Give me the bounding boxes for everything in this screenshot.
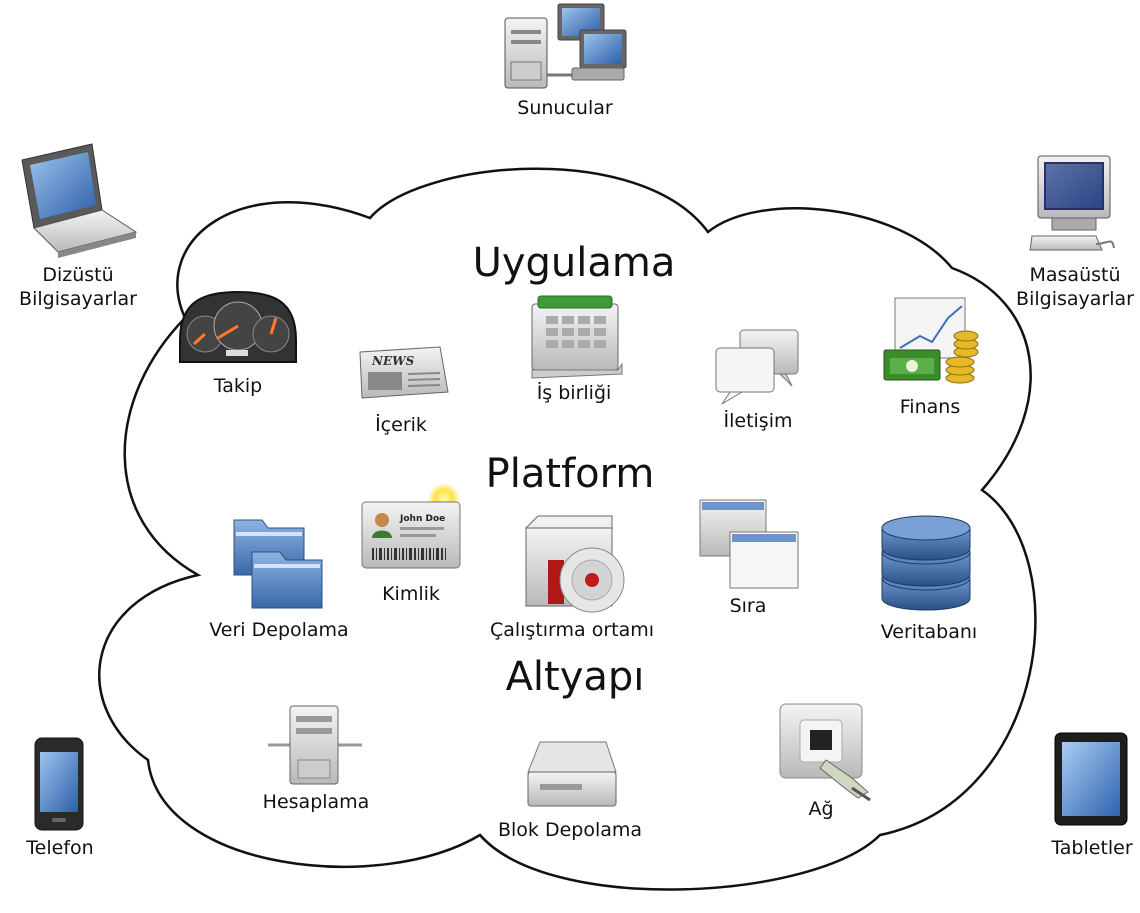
newspaper-masthead: NEWS — [371, 354, 415, 368]
label-desktops-line1: Masaüstü — [1029, 264, 1120, 286]
newspaper-icon: NEWS — [359, 346, 449, 399]
section-title-application: Uygulama — [473, 240, 676, 286]
tablet-icon — [1054, 732, 1128, 826]
label-tablets: Tabletler — [1050, 837, 1133, 859]
label-laptops-line1: Dizüstü — [42, 264, 113, 286]
label-laptops-line2: Bilgisayarlar — [19, 288, 137, 310]
label-queue: Sıra — [730, 595, 767, 617]
compute-server-icon — [268, 705, 362, 785]
desktop-icon — [1029, 155, 1115, 251]
label-runtime: Çalıştırma ortamı — [490, 619, 654, 641]
dashboard-gauge-icon — [179, 290, 297, 363]
label-desktops-line2: Bilgisayarlar — [1016, 288, 1134, 310]
label-monitoring: Takip — [213, 375, 262, 397]
label-database: Veritabanı — [881, 621, 977, 643]
id-card-name: John Doe — [399, 514, 445, 524]
label-object-storage: Veri Depolama — [209, 619, 348, 641]
phone-icon — [34, 737, 84, 831]
network-socket-icon — [779, 703, 871, 802]
laptop-icon — [21, 143, 138, 258]
label-content: İçerik — [375, 413, 427, 436]
folders-icon — [233, 519, 323, 609]
queue-windows-icon — [699, 499, 799, 589]
section-title-infrastructure: Altyapı — [506, 654, 645, 700]
runtime-disc-icon — [525, 515, 625, 613]
label-network: Ağ — [808, 798, 833, 820]
id-card-icon: John Doe — [361, 483, 461, 569]
database-icon — [881, 515, 971, 611]
label-finance: Finans — [900, 396, 960, 418]
label-servers: Sunucular — [517, 97, 613, 119]
hard-drive-icon — [527, 741, 617, 807]
section-title-platform: Platform — [486, 451, 655, 497]
servers-icon — [504, 3, 627, 89]
label-block-storage: Blok Depolama — [498, 819, 642, 841]
label-phone: Telefon — [25, 837, 93, 859]
chat-bubbles-icon — [715, 329, 799, 405]
label-collaboration: İş birliği — [537, 381, 612, 404]
label-communication: İletişim — [724, 409, 793, 432]
label-compute: Hesaplama — [263, 791, 370, 813]
finance-chart-money-icon — [883, 297, 979, 384]
calendar-icon — [531, 295, 623, 379]
label-identity: Kimlik — [382, 583, 440, 605]
